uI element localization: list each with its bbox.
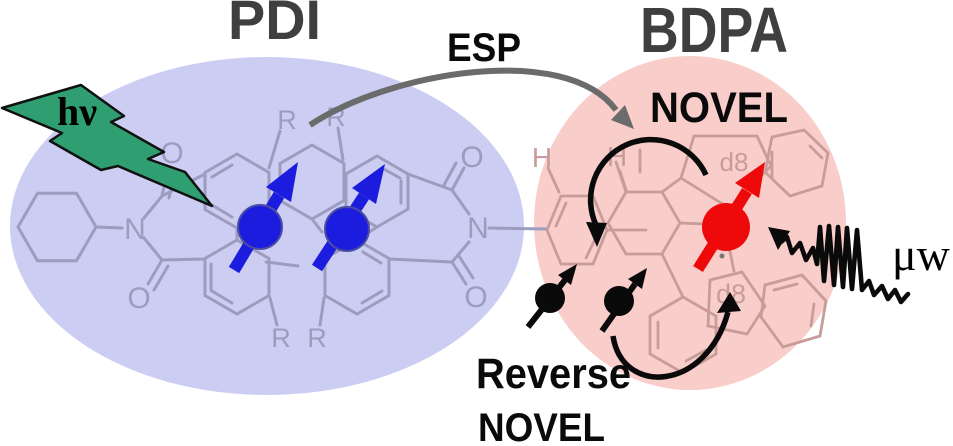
svg-text:hν: hν: [57, 89, 97, 134]
svg-text:Reverse: Reverse: [476, 350, 631, 398]
svg-text:R: R: [307, 323, 327, 353]
svg-text:d8: d8: [720, 147, 749, 177]
svg-text:NOVEL: NOVEL: [650, 84, 788, 132]
svg-text:O: O: [127, 282, 150, 315]
svg-text:PDI: PDI: [228, 0, 321, 51]
svg-text:O: O: [464, 281, 487, 314]
svg-text:N: N: [124, 213, 146, 246]
svg-text:BDPA: BDPA: [640, 0, 788, 66]
svg-text:NOVEL: NOVEL: [478, 406, 605, 446]
svg-text:H: H: [532, 142, 552, 173]
svg-text:R: R: [271, 323, 291, 353]
svg-text:N: N: [467, 212, 489, 245]
svg-text:O: O: [160, 137, 183, 170]
svg-text:R: R: [277, 105, 297, 135]
svg-text:O: O: [460, 141, 483, 174]
svg-text:ESP: ESP: [447, 26, 521, 70]
svg-text:μw: μw: [892, 229, 951, 280]
